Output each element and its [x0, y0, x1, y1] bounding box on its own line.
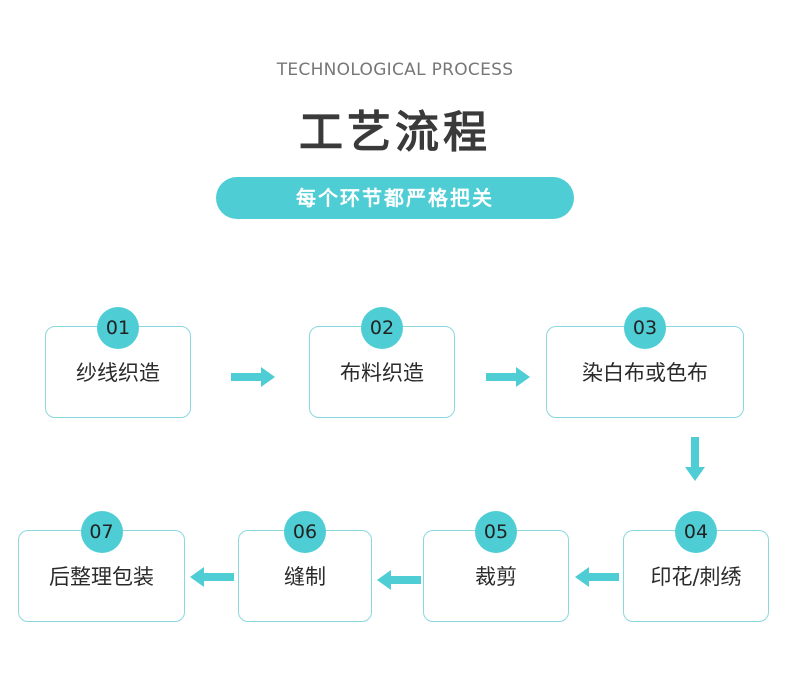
- arrow-right-icon: [486, 367, 530, 387]
- arrow-left-icon: [575, 567, 619, 587]
- subtitle-en: TECHNOLOGICAL PROCESS: [276, 60, 514, 80]
- step-06: 06 缝制: [238, 511, 372, 622]
- arrow-left-icon: [190, 567, 234, 587]
- step-number-badge: 02: [361, 307, 403, 349]
- step-label: 裁剪: [475, 565, 517, 589]
- step-05: 05 裁剪: [423, 511, 569, 622]
- step-02: 02 布料织造: [309, 307, 455, 418]
- step-number-badge: 03: [624, 307, 666, 349]
- step-07: 07 后整理包装: [18, 511, 185, 622]
- step-label: 布料织造: [340, 361, 424, 385]
- step-label: 染白布或色布: [582, 361, 708, 385]
- step-label: 印花/刺绣: [650, 565, 742, 589]
- page-title: 工艺流程: [299, 107, 491, 158]
- step-number-badge: 01: [97, 307, 139, 349]
- step-number-badge: 05: [475, 511, 517, 553]
- arrow-right-icon: [231, 367, 275, 387]
- step-04: 04 印花/刺绣: [623, 511, 769, 622]
- step-03: 03 染白布或色布: [546, 307, 744, 418]
- step-number-badge: 06: [284, 511, 326, 553]
- step-number-badge: 07: [80, 511, 123, 553]
- step-label: 纱线织造: [76, 361, 160, 385]
- step-label: 缝制: [284, 565, 326, 589]
- step-number-badge: 04: [675, 511, 717, 553]
- step-01: 01 纱线织造: [45, 307, 191, 418]
- arrow-left-icon: [377, 570, 421, 590]
- tagline-pill: 每个环节都严格把关: [216, 177, 574, 219]
- arrow-down-icon: [685, 437, 705, 481]
- step-label: 后整理包装: [49, 565, 154, 589]
